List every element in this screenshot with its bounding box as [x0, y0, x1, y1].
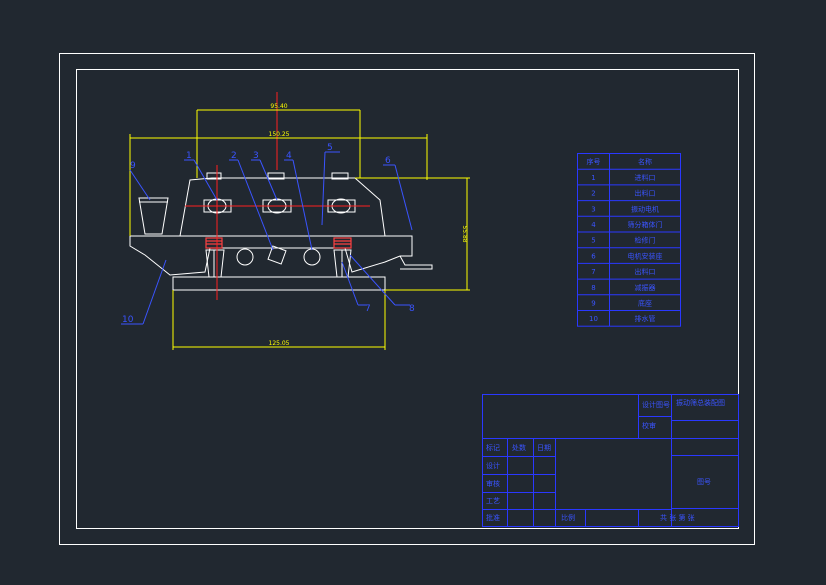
callout-numbers: 1 2 3 4 5 6 7 8 9 10: [122, 143, 415, 325]
dim-upper-label: 150.25: [269, 131, 290, 138]
parts-table: 序号 名称 1 进料口 2 出料口 3 振动电机 4 筛分箱体门 5 检修门 6 电机安装座 7 出料口 8 减振…: [577, 153, 681, 327]
callout-5: 5: [327, 143, 333, 153]
dim-top-label: 95.40: [270, 103, 287, 110]
parts-header-name: 名称: [638, 157, 652, 166]
dimension-lines: [129, 109, 470, 350]
callout-7: 7: [365, 304, 371, 314]
inner-frame: [76, 69, 739, 529]
feed-hopper: [138, 197, 169, 235]
dim-bottom-label: 125.05: [269, 340, 290, 347]
tb-col1: 标记: [486, 443, 500, 452]
parts-row-name: 检修门: [635, 236, 656, 245]
parts-row-name: 排水管: [635, 314, 656, 323]
spring-group: [205, 237, 352, 249]
parts-row-num: 5: [591, 237, 595, 245]
parts-row-num: 3: [591, 205, 595, 213]
callout-8: 8: [409, 304, 415, 314]
spring-right: [333, 237, 352, 249]
parts-row-num: 4: [591, 221, 596, 229]
parts-row-name: 出料口: [635, 189, 656, 198]
parts-table-border: [577, 153, 681, 327]
parts-row-num: 9: [591, 299, 595, 307]
tb-ratio: 比例: [561, 513, 575, 522]
parts-row-name: 底座: [638, 298, 652, 307]
parts-header-num: 序号: [587, 157, 601, 166]
tb-col2: 处数: [512, 443, 526, 452]
parts-row-num: 7: [591, 268, 595, 276]
top-cap-1: [206, 172, 222, 180]
tb-row-approve: 批准: [486, 513, 500, 522]
tb-title: 振动筛总装配图: [676, 398, 725, 407]
callout-1: 1: [186, 151, 192, 161]
parts-row-num: 8: [591, 284, 595, 292]
parts-row-name: 振动电机: [631, 204, 659, 213]
tb-row-process: 工艺: [486, 497, 500, 505]
tb-check-label: 校审: [642, 421, 656, 430]
title-block: [482, 394, 739, 527]
centerlines: [185, 92, 370, 300]
title-block-text: 设计图号 振动筛总装配图 校审 标记 处数 日期 设计 审核 工艺 批准 比例 …: [486, 398, 725, 522]
callout-10: 10: [122, 315, 134, 325]
leader-lines: [121, 151, 413, 325]
dim-height-label: 55.88: [461, 225, 468, 242]
spring-left: [205, 237, 223, 249]
tb-row-check: 审核: [486, 479, 500, 488]
base-block: [172, 276, 386, 291]
flange-square: [267, 245, 287, 265]
support-leg-left: [205, 249, 225, 278]
callout-2: 2: [231, 151, 237, 161]
parts-row-name: 进料口: [635, 173, 656, 182]
parts-row-name: 减振器: [635, 283, 656, 292]
tb-scale: 图号: [697, 478, 711, 486]
callout-3: 3: [253, 151, 259, 161]
top-cap-2: [267, 172, 285, 180]
outer-frame: [59, 53, 755, 545]
parts-row-num: 1: [591, 174, 595, 182]
tb-design-label: 设计图号: [642, 400, 670, 409]
flange-round-1: [236, 248, 254, 266]
top-cap-3: [331, 172, 349, 180]
parts-row-name: 电机安装座: [628, 251, 663, 260]
tb-sheet-info: 共 张 第 张: [660, 513, 695, 522]
discharge-chute: [399, 255, 433, 270]
callout-9: 9: [130, 161, 136, 171]
parts-row-num: 10: [589, 315, 598, 323]
tb-row-design: 设计: [486, 461, 500, 470]
parts-row-name: 出料口: [635, 267, 656, 276]
tb-col3: 日期: [537, 444, 551, 452]
callout-6: 6: [385, 156, 391, 166]
parts-row-num: 6: [591, 252, 596, 260]
parts-row-name: 筛分箱体门: [628, 220, 663, 229]
parts-row-num: 2: [591, 190, 595, 198]
callout-4: 4: [286, 151, 292, 161]
